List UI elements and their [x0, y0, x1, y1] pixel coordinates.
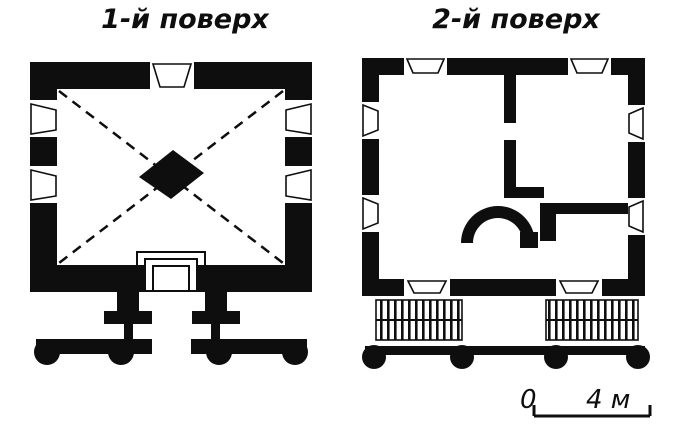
portico-pier-cap [104, 311, 152, 324]
plan2-interior [379, 75, 628, 279]
portico-column [626, 345, 650, 369]
arch-foot [520, 232, 538, 248]
portico-pier [205, 291, 227, 315]
window-splay [628, 199, 644, 234]
window-right-lower [626, 198, 647, 235]
entrance-gap [146, 263, 196, 293]
portico-column [544, 345, 568, 369]
door-splay [406, 280, 448, 294]
portico-column [450, 345, 474, 369]
window-gap [360, 195, 381, 232]
scale-zero-label: 0 [520, 385, 537, 415]
door-bottom-left [404, 277, 450, 298]
second-floor-plan [360, 56, 650, 369]
plan1-windows [28, 60, 314, 203]
portico-pier-cap [192, 311, 240, 324]
partition-wall [504, 140, 516, 198]
window-gap [568, 56, 611, 77]
window-splay [362, 103, 379, 138]
window-gap [626, 105, 647, 142]
window-splay [30, 168, 57, 201]
scale-length-label: 4 м [586, 385, 630, 415]
window-gap [360, 102, 381, 139]
scale-bar: 0 4 м [520, 385, 652, 418]
window-top-right [568, 56, 611, 77]
first-floor-plan [28, 60, 314, 365]
plan2-terrace [362, 299, 650, 369]
portico-column [362, 345, 386, 369]
window-right-upper [626, 105, 647, 142]
window-right-upper [283, 100, 314, 137]
portico-column [282, 339, 308, 365]
plan2-partitions [461, 75, 628, 248]
window-splay [405, 58, 446, 74]
window-left-upper [28, 100, 59, 137]
window-splay [285, 102, 312, 135]
window-left-upper [360, 102, 381, 139]
arched-opening [461, 206, 535, 243]
portico-column [34, 339, 60, 365]
window-gap [404, 56, 447, 77]
door-splay [558, 280, 600, 294]
portico-connector [124, 324, 133, 340]
step-outline [152, 265, 190, 292]
partition-wall [554, 203, 628, 214]
partition-wall [504, 75, 516, 123]
vault-center-diamond [139, 150, 204, 199]
portico-column [108, 339, 134, 365]
partition-pier [540, 203, 556, 241]
first-floor-title: 1-й поверх [101, 4, 269, 35]
door-bottom-right [556, 277, 602, 298]
stylobate-bar [365, 346, 645, 355]
plan1-portico [34, 291, 308, 365]
window-top [150, 60, 194, 91]
window-gap [626, 198, 647, 235]
portico-pier [117, 291, 139, 315]
window-splay [30, 102, 57, 135]
partition-wall [516, 187, 544, 198]
window-top-left [404, 56, 447, 77]
plan1-entrance-steps [136, 251, 206, 293]
window-splay [285, 168, 312, 201]
window-left-lower [360, 195, 381, 232]
window-splay [151, 63, 193, 88]
second-floor-title: 2-й поверх [432, 4, 600, 35]
window-left-lower [28, 166, 59, 203]
window-splay [628, 106, 644, 141]
window-splay [362, 196, 379, 231]
portico-connector [211, 324, 220, 340]
window-right-lower [283, 166, 314, 203]
plan2-windows [360, 56, 647, 298]
window-splay [569, 58, 610, 74]
portico-column [206, 339, 232, 365]
